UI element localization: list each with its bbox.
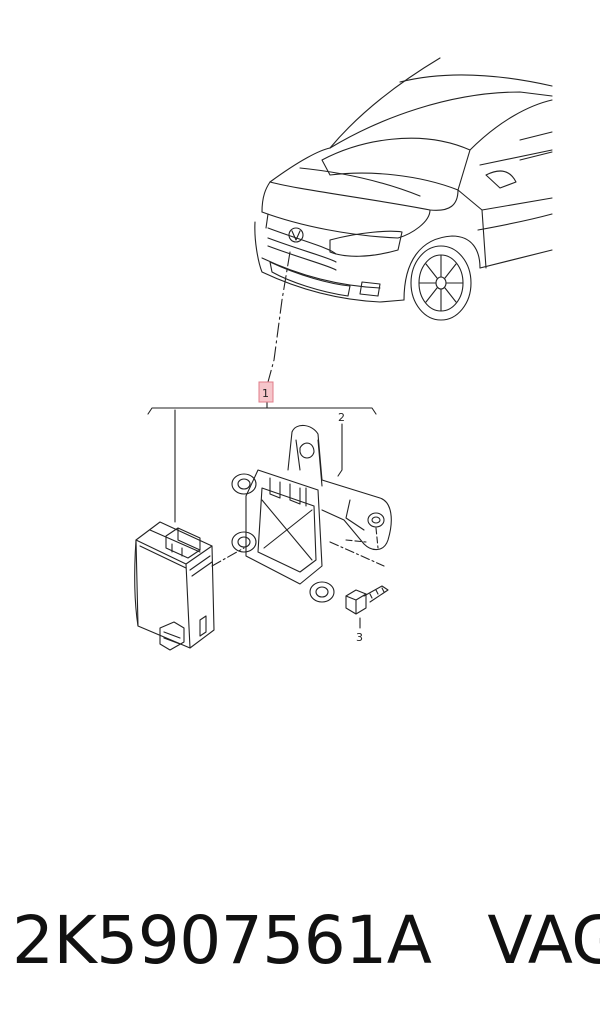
group-bracket xyxy=(147,407,377,415)
callout-1: 1 xyxy=(262,387,269,400)
part-caption: 2K5907561A VAG xyxy=(12,896,600,986)
mounting-bracket xyxy=(231,424,392,603)
callout-2: 2 xyxy=(338,411,345,424)
parts-diagram: 1 2 3 xyxy=(134,57,553,651)
leader-line-1 xyxy=(267,251,291,383)
car-illustration xyxy=(254,57,553,321)
bolt xyxy=(345,585,389,615)
part-number: 2K5907561A xyxy=(12,902,432,979)
control-module xyxy=(134,521,215,651)
brand-label: VAG xyxy=(487,902,600,979)
callout-1-highlight xyxy=(258,381,274,403)
callout-3: 3 xyxy=(356,631,363,644)
